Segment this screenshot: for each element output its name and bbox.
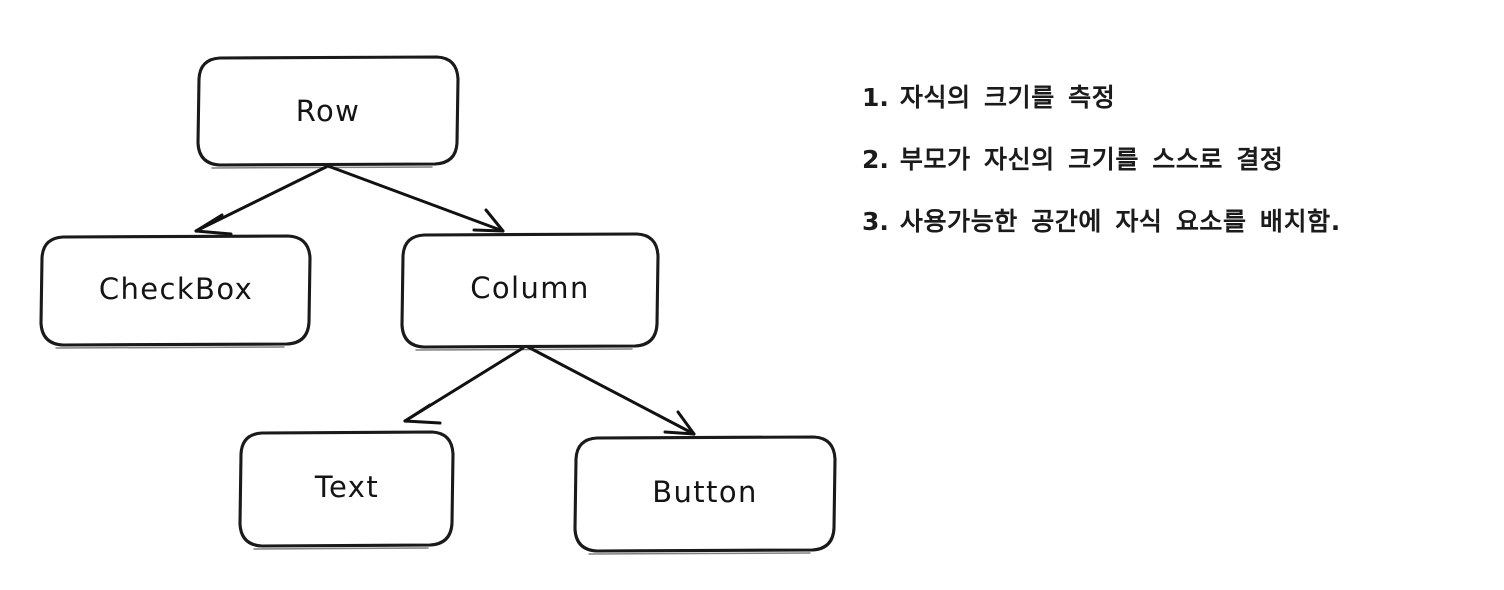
note-text-2: 부모가 자신의 크기를 스스로 결정: [899, 145, 1284, 174]
node-row[interactable]: Row: [196, 55, 460, 169]
edge-column-to-text: [403, 346, 525, 425]
note-item-3: 3. 사용가능한 공간에 자식 요소를 배치함.: [862, 202, 1492, 238]
node-column[interactable]: Column: [400, 232, 660, 351]
note-item-1: 1. 자식의 크기를 측정: [862, 78, 1492, 114]
node-row-label: Row: [296, 94, 361, 128]
node-column-label: Column: [470, 271, 589, 305]
node-text-label: Text: [314, 470, 379, 504]
notes-list: 1. 자식의 크기를 측정 2. 부모가 자신의 크기를 스스로 결정 3. 사…: [862, 78, 1492, 264]
node-checkbox-label: CheckBox: [99, 272, 253, 306]
note-number-1: 1.: [862, 83, 889, 112]
node-text[interactable]: Text: [238, 430, 455, 550]
note-text-1: 자식의 크기를 측정: [899, 83, 1116, 112]
edge-column-to-button: [526, 345, 696, 436]
widget-tree-diagram: Row CheckBox Column Text Button: [39, 55, 837, 555]
diagram-canvas: Row CheckBox Column Text Button: [39, 55, 837, 555]
edge-row-to-checkbox: [194, 165, 328, 236]
note-text-3: 사용가능한 공간에 자식 요소를 배치함.: [899, 207, 1341, 236]
node-checkbox[interactable]: CheckBox: [39, 234, 312, 349]
note-number-3: 3.: [862, 207, 889, 236]
node-button[interactable]: Button: [573, 435, 837, 555]
edge-row-to-column: [326, 164, 505, 233]
note-number-2: 2.: [862, 145, 889, 174]
note-item-2: 2. 부모가 자신의 크기를 스스로 결정: [862, 140, 1492, 176]
node-button-label: Button: [652, 475, 758, 509]
